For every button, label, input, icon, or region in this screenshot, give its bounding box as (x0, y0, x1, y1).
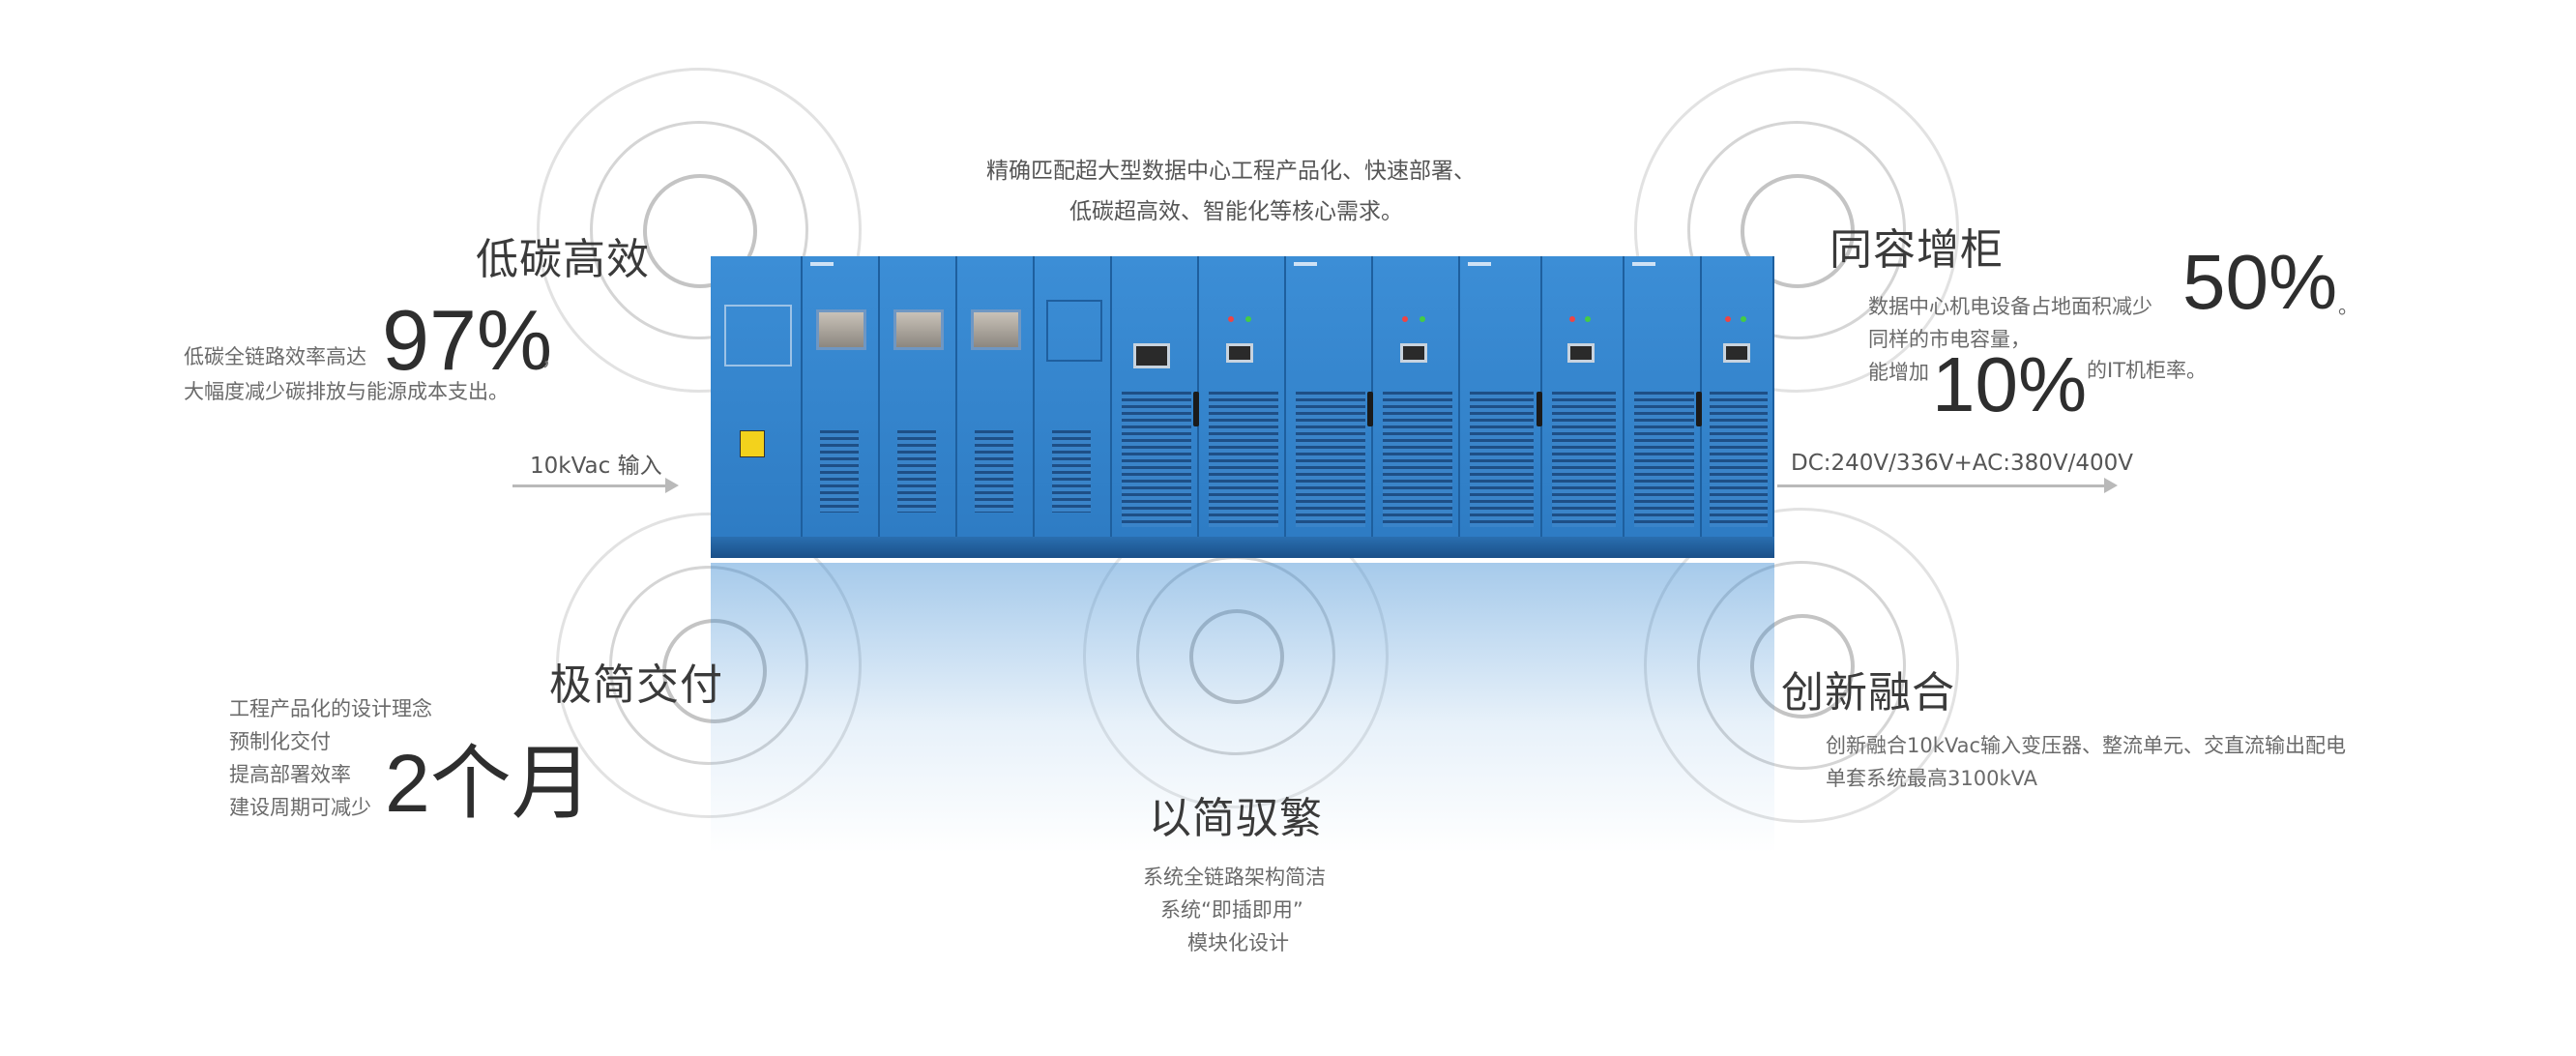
warning-sign-icon (740, 430, 765, 457)
low-carbon-text-1: 低碳全链路效率高达 (184, 345, 366, 368)
low-carbon-efficiency-value: 97% (382, 292, 553, 388)
innovation-text-2: 单套系统最高3100kVA (1826, 767, 2037, 790)
low-carbon-text-suffix: ， (542, 347, 562, 370)
cabinet-base (711, 537, 1774, 558)
output-arrow-line (1777, 484, 2106, 487)
ring-icon (1750, 614, 1855, 719)
cabinet-input (711, 256, 803, 537)
ring-icon (609, 566, 808, 765)
ring-icon (643, 174, 757, 288)
input-arrow-icon (665, 478, 679, 493)
header-line-2: 低碳超高效、智能化等核心需求。 (1069, 199, 1403, 224)
low-carbon-title: 低碳高效 (476, 235, 650, 284)
output-label: DC:240V/336V+AC:380V/400V (1791, 451, 2133, 476)
simple-delivery-line-1: 工程产品化的设计理念 (229, 697, 432, 720)
simplicity-line-3: 模块化设计 (1187, 931, 1289, 954)
ring-icon (1189, 609, 1284, 704)
input-arrow-line (512, 484, 667, 487)
header-line-1: 精确匹配超大型数据中心工程产品化、快速部署、 (986, 159, 1476, 184)
output-arrow-icon (2104, 478, 2118, 493)
simplicity-title: 以简驭繁 (1149, 794, 1323, 843)
same-capacity-text-3: 能增加 (1868, 361, 1929, 384)
same-capacity-value-1: 50% (2182, 239, 2338, 325)
same-capacity-title: 同容增柜 (1830, 225, 2004, 275)
simple-delivery-line-3: 提高部署效率 (229, 763, 351, 786)
simple-delivery-title: 极简交付 (549, 660, 723, 710)
simplicity-line-2: 系统“即插即用” (1160, 898, 1303, 922)
simple-delivery-line-2: 预制化交付 (229, 730, 331, 753)
cabinet-reflection (711, 563, 1774, 853)
ring-icon (590, 121, 808, 339)
ring-icon (1644, 508, 1959, 823)
ring-icon (537, 68, 862, 393)
simple-delivery-value: 2个月 (385, 738, 593, 829)
same-capacity-text-4: 的IT机柜率。 (2087, 359, 2208, 382)
low-carbon-text-2: 大幅度减少碳排放与能源成本支出。 (184, 380, 509, 403)
innovation-title: 创新融合 (1781, 668, 1955, 718)
simplicity-line-1: 系统全链路架构简洁 (1143, 865, 1326, 889)
ring-icon (1741, 174, 1855, 288)
same-capacity-text-2: 同样的市电容量， (1868, 328, 2031, 351)
ring-icon (1634, 68, 1959, 393)
same-capacity-suffix-1: 。 (2338, 295, 2358, 318)
simple-delivery-line-4: 建设周期可减少 (229, 796, 371, 819)
same-capacity-text-1: 数据中心机电设备占地面积减少 (1868, 295, 2152, 318)
power-cabinet-lineup (711, 256, 1774, 561)
ring-icon (1687, 121, 1906, 339)
ring-icon (662, 619, 767, 723)
input-label: 10kVac 输入 (530, 454, 662, 479)
ring-icon (1697, 561, 1906, 770)
same-capacity-value-2: 10% (1932, 341, 2088, 427)
ring-icon (556, 513, 862, 818)
innovation-text-1: 创新融合10kVac输入变压器、整流单元、交直流输出配电 (1826, 734, 2347, 757)
